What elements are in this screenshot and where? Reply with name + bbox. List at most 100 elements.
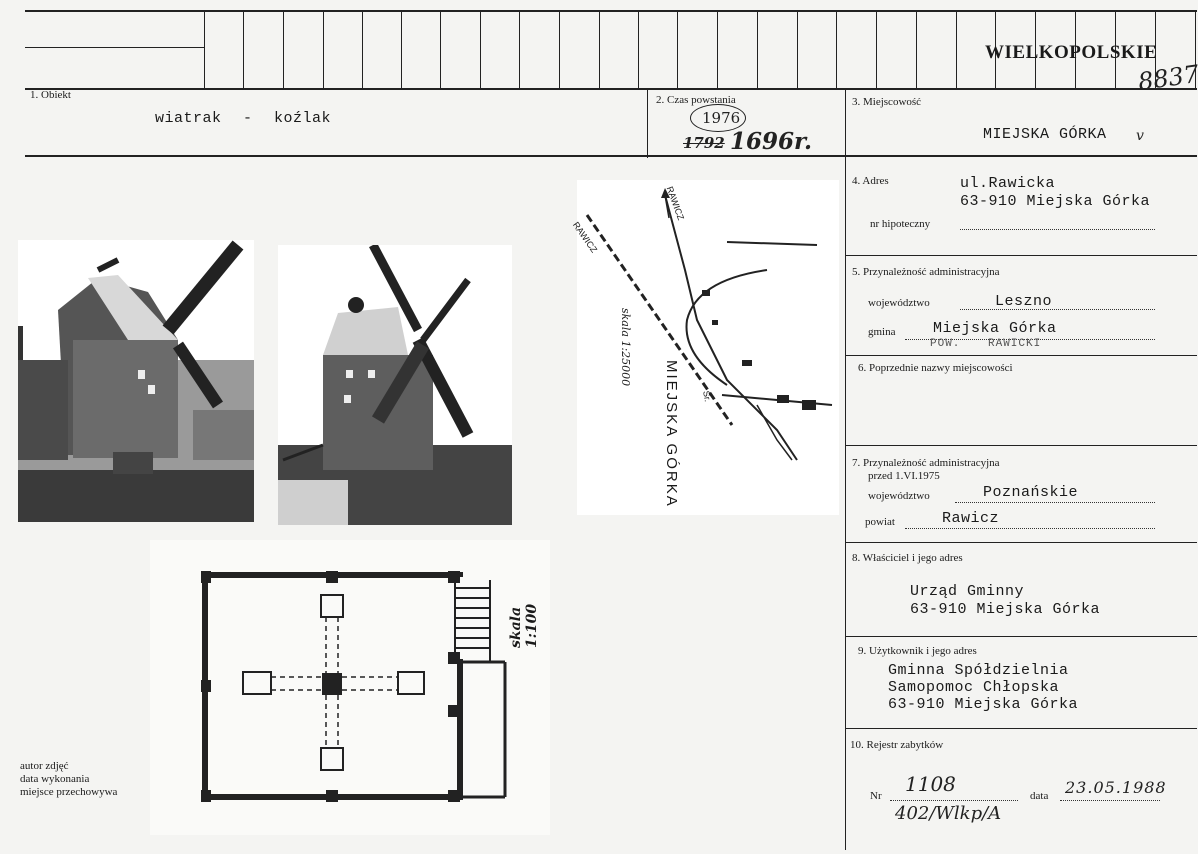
field-5-woj-value: Leszno bbox=[995, 293, 1053, 310]
photo-author-label: autor zdjęć bbox=[20, 760, 69, 772]
field-8-label: 8. Właściciel i jego adres bbox=[852, 552, 963, 564]
rule-4-5 bbox=[845, 255, 1197, 256]
field-2-circled: 1976 bbox=[702, 109, 741, 127]
field-5-gmina-label: gmina bbox=[868, 326, 896, 338]
header-top-rule bbox=[25, 10, 1197, 12]
field-3-label: 3. Miejscowość bbox=[852, 96, 922, 108]
location-map: RAWICZ RAWICZ skala 1:25000 MIEJSKA GÓRK… bbox=[571, 180, 839, 515]
field-3-check: v bbox=[1136, 128, 1144, 144]
woj-dots bbox=[960, 309, 1155, 310]
right-column-divider bbox=[845, 90, 846, 850]
rule-8-9 bbox=[845, 636, 1197, 637]
field-2-label: 2. Czas powstania bbox=[656, 94, 736, 106]
windmill-photo-1 bbox=[18, 240, 254, 522]
location-map-drawing bbox=[585, 188, 833, 461]
rule-5-6 bbox=[845, 355, 1197, 356]
header-grid-column bbox=[638, 11, 639, 89]
voivodeship-stamp: WIELKOPOLSKIE bbox=[985, 42, 1158, 63]
pow7-dots bbox=[905, 528, 1155, 529]
field-9-line1: Gminna Spółdzielnia bbox=[888, 662, 1069, 679]
field-4-sub-label: nr hipoteczny bbox=[870, 218, 931, 230]
field-4-line2: 63-910 Miejska Górka bbox=[960, 193, 1151, 210]
field-7-label2: przed 1.VI.1975 bbox=[868, 470, 940, 482]
field-5-woj-label: województwo bbox=[868, 297, 930, 309]
field-4-label: 4. Adres bbox=[852, 175, 889, 187]
rule-9-10 bbox=[845, 728, 1197, 729]
map-town: MIEJSKA GÓRKA bbox=[663, 360, 680, 508]
header-grid-column bbox=[677, 11, 678, 89]
field-5-pow-stamp: POW. RAWICKI bbox=[930, 338, 1042, 350]
header-grid-column bbox=[519, 11, 520, 89]
field-8-line1: Urząd Gminny bbox=[910, 583, 1025, 600]
header-grid-column bbox=[1115, 11, 1116, 89]
map-scale: skala 1:25000 bbox=[619, 308, 632, 387]
header-grid-column bbox=[204, 11, 205, 89]
field-7-label: 7. Przynależność administracyjna bbox=[852, 457, 1000, 469]
year-circle bbox=[690, 104, 746, 132]
date-dots bbox=[1060, 800, 1160, 801]
header-mid-rule bbox=[25, 47, 205, 48]
field-4-line1: ul.Rawicka bbox=[960, 175, 1056, 192]
field-2-struck: 1792 bbox=[683, 134, 725, 152]
header-grid-column bbox=[401, 11, 402, 89]
map-mark: Sr. bbox=[701, 390, 713, 403]
header-grid-column bbox=[599, 11, 600, 89]
field-10-date-label: data bbox=[1030, 790, 1049, 802]
header-grid-column bbox=[916, 11, 917, 89]
field-10-nr-label: Nr bbox=[870, 790, 882, 802]
windmill-photo-2-image bbox=[278, 242, 512, 525]
field-1-value: wiatrak - koźlak bbox=[155, 110, 332, 127]
field-9-line2: Samopomoc Chłopska bbox=[888, 679, 1060, 696]
field-7-pow-label: powiat bbox=[865, 516, 895, 528]
field-10-label: 10. Rejestr zabytków bbox=[850, 739, 944, 751]
floor-plan-drawing bbox=[201, 571, 507, 802]
field-1-label: 1. Obiekt bbox=[30, 89, 71, 101]
card-number: 8837 bbox=[1136, 59, 1198, 97]
field-3-value: MIEJSKA GÓRKA bbox=[983, 126, 1107, 143]
field-8-line2: 63-910 Miejska Górka bbox=[910, 601, 1101, 618]
header-grid-column bbox=[243, 11, 244, 89]
field-9-line3: 63-910 Miejska Górka bbox=[888, 696, 1079, 713]
header-grid-column bbox=[797, 11, 798, 89]
field-5-gmina-value: Miejska Górka bbox=[933, 320, 1057, 337]
field-7-woj-value: Poznańskie bbox=[983, 484, 1079, 501]
header-grid-column bbox=[362, 11, 363, 89]
windmill-photo-1-image bbox=[18, 240, 254, 522]
header-grid-column bbox=[323, 11, 324, 89]
header-grid-column bbox=[757, 11, 758, 89]
header-grid-column bbox=[876, 11, 877, 89]
header-grid-column bbox=[559, 11, 560, 89]
gmina-dots bbox=[905, 339, 1155, 340]
row-1-rule bbox=[25, 155, 1197, 157]
header-grid-column bbox=[836, 11, 837, 89]
header-grid-column bbox=[956, 11, 957, 89]
header-grid-column bbox=[283, 11, 284, 89]
floor-plan: skala 1:100 bbox=[150, 540, 550, 835]
header-grid-column bbox=[1075, 11, 1076, 89]
header-grid-column bbox=[717, 11, 718, 89]
storage-place-label: miejsce przechowywa bbox=[20, 786, 118, 798]
rule-6-7 bbox=[845, 445, 1197, 446]
windmill-photo-2 bbox=[278, 242, 512, 525]
woj7-dots bbox=[955, 502, 1155, 503]
hipoteczny-dots bbox=[960, 229, 1155, 230]
field-10-nr-value2: 402/Wlkp/A bbox=[895, 803, 1002, 824]
field-10-date-value: 23.05.1988 bbox=[1065, 778, 1167, 797]
header-grid-column bbox=[1035, 11, 1036, 89]
divider-1-2 bbox=[647, 90, 648, 158]
header-grid-column bbox=[1155, 11, 1156, 89]
nr-dots bbox=[890, 800, 1018, 801]
photo-date-label: data wykonania bbox=[20, 773, 90, 785]
header-bottom-rule bbox=[25, 88, 1197, 90]
header-grid-column bbox=[995, 11, 996, 89]
field-6-label: 6. Poprzednie nazwy miejscowości bbox=[858, 362, 1013, 374]
plan-scale: skala 1:100 bbox=[508, 603, 540, 648]
header-grid-column bbox=[1195, 11, 1196, 89]
field-7-woj-label: województwo bbox=[868, 490, 930, 502]
rule-7-8 bbox=[845, 542, 1197, 543]
field-2-value: 1696r. bbox=[730, 128, 813, 155]
field-9-label: 9. Użytkownik i jego adres bbox=[858, 645, 977, 657]
field-7-pow-value: Rawicz bbox=[942, 510, 1000, 527]
field-10-nr-value: 1108 bbox=[905, 772, 956, 796]
field-5-label: 5. Przynależność administracyjna bbox=[852, 266, 1000, 278]
